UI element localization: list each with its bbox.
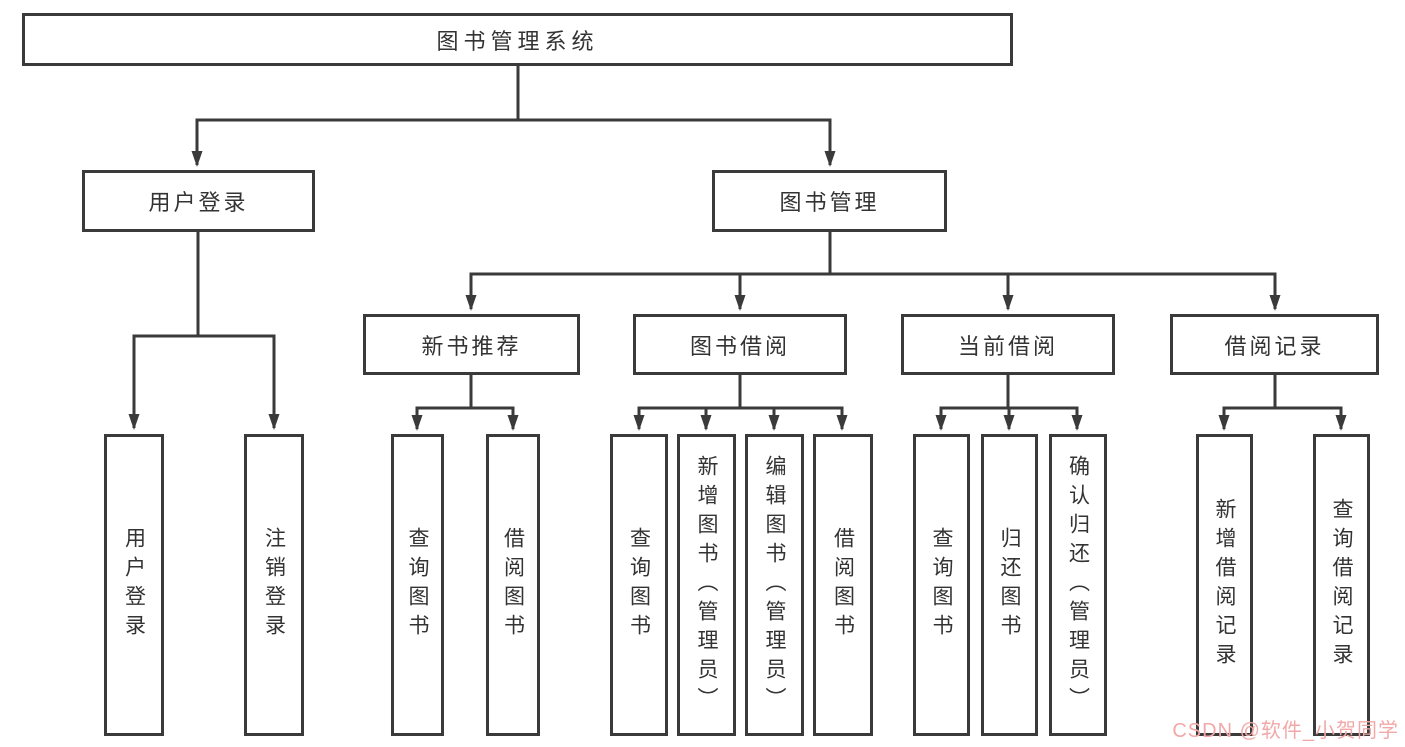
node-label: 图书借阅 <box>689 333 790 359</box>
node-label: 查询借阅记录 <box>1330 498 1353 672</box>
node-label: 借阅图书 <box>831 527 855 643</box>
node-label: 借阅记录 <box>1224 333 1325 359</box>
node-user-login: 用户登录 <box>82 170 315 232</box>
node-current-borrow: 当前借阅 <box>901 314 1115 375</box>
connectors-book-borrow <box>633 374 848 431</box>
node-label: 注销登录 <box>262 527 286 643</box>
leaf-edit-book-admin: 编辑图书（管理员） <box>745 434 804 736</box>
leaf-add-borrow-record: 新增借阅记录 <box>1196 434 1253 736</box>
leaf-return-book: 归还图书 <box>981 434 1038 736</box>
node-label: 查询图书 <box>406 527 429 643</box>
leaf-borrow-book: 借阅图书 <box>813 434 873 736</box>
leaf-query-book-recommend: 查询图书 <box>391 434 444 736</box>
connectors-current-borrow <box>935 374 1083 431</box>
node-label: 图书管理 <box>779 190 880 215</box>
leaf-confirm-return-admin: 确认归还（管理员） <box>1049 434 1107 736</box>
node-book-borrow: 图书借阅 <box>633 314 847 375</box>
node-label: 新书推荐 <box>421 333 522 359</box>
node-label: 查询图书 <box>930 527 953 643</box>
leaf-logout: 注销登录 <box>244 434 304 736</box>
connectors-root <box>191 64 836 167</box>
node-label: 用户登录 <box>122 527 146 643</box>
node-label: 新增借阅记录 <box>1213 498 1236 672</box>
connectors-user-login <box>128 231 280 430</box>
node-new-book-recommend: 新书推荐 <box>363 314 580 375</box>
connectors-book-management <box>465 231 1281 311</box>
node-label: 查询图书 <box>627 527 651 643</box>
node-label: 编辑图书（管理员） <box>763 454 786 716</box>
connectors-new-book <box>411 374 519 431</box>
node-label: 图书管理系统 <box>436 28 599 54</box>
node-borrow-record: 借阅记录 <box>1170 314 1379 375</box>
node-label: 用户登录 <box>148 190 249 215</box>
leaf-add-book-admin: 新增图书（管理员） <box>677 434 736 736</box>
node-book-management: 图书管理 <box>712 170 947 232</box>
leaf-query-borrow-record: 查询借阅记录 <box>1313 434 1370 736</box>
leaf-query-book-borrow: 查询图书 <box>610 434 668 736</box>
node-root: 图书管理系统 <box>22 13 1013 66</box>
csdn-watermark: CSDN @软件_小贺同学 <box>1172 720 1399 742</box>
node-label: 归还图书 <box>998 527 1021 643</box>
node-label: 当前借阅 <box>957 333 1058 359</box>
connectors-borrow-record <box>1218 374 1347 431</box>
node-label: 新增图书（管理员） <box>695 454 718 716</box>
leaf-borrow-book-recommend: 借阅图书 <box>486 434 540 736</box>
leaf-query-book-current: 查询图书 <box>913 434 970 736</box>
leaf-user-login: 用户登录 <box>104 434 164 736</box>
node-label: 确认归还（管理员） <box>1066 454 1090 716</box>
node-label: 借阅图书 <box>501 527 525 643</box>
